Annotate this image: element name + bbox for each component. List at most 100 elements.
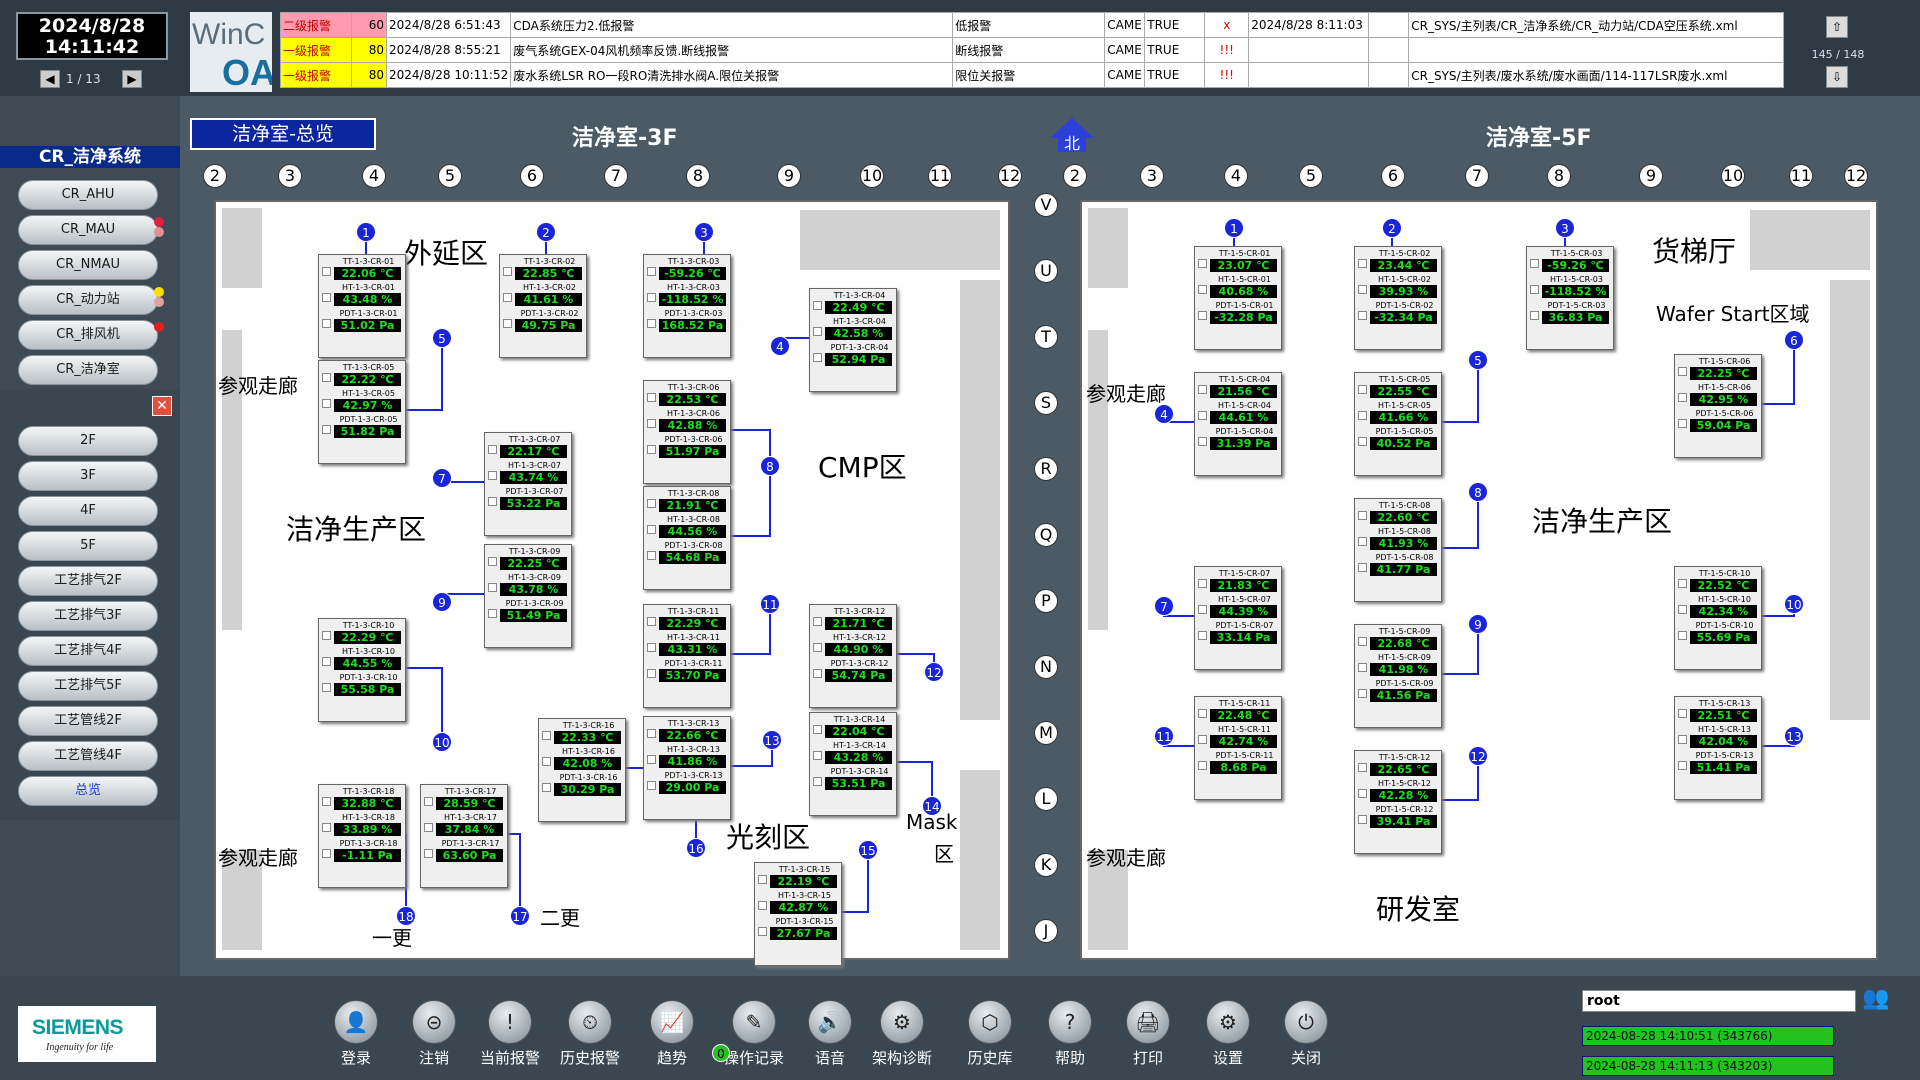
sensor-number-badge[interactable]: 1 [356,222,376,242]
sensor-number-badge[interactable]: 13 [1784,726,1804,746]
sensor-checkbox[interactable] [813,777,822,786]
system-button[interactable]: CR_AHU [18,180,158,210]
sensor-checkbox[interactable] [322,319,331,328]
sensor-number-badge[interactable]: 11 [1154,726,1174,746]
sensor-checkbox[interactable] [647,499,656,508]
sensor-checkbox[interactable] [1678,419,1687,428]
sensor-checkbox[interactable] [1678,605,1687,614]
sensor-number-badge[interactable]: 5 [432,328,452,348]
sensor-checkbox[interactable] [647,267,656,276]
login-button[interactable]: 👤登录 [321,1000,391,1068]
sensor-checkbox[interactable] [322,657,331,666]
sensor-checkbox[interactable] [488,497,497,506]
sensor-checkbox[interactable] [322,631,331,640]
sensor-number-badge[interactable]: 4 [770,336,790,356]
sensor-checkbox[interactable] [1358,637,1367,646]
sensor-number-badge[interactable]: 18 [396,906,416,926]
sensor-checkbox[interactable] [1198,735,1207,744]
sensor-checkbox[interactable] [488,557,497,566]
sensor-number-badge[interactable]: 7 [1154,596,1174,616]
sensor-checkbox[interactable] [322,293,331,302]
sensor-checkbox[interactable] [322,267,331,276]
system-button[interactable]: CR_动力站 [18,285,158,315]
sensor-checkbox[interactable] [1198,605,1207,614]
sensor-number-badge[interactable]: 3 [694,222,714,242]
floor-button[interactable]: 工艺排气4F [18,636,158,666]
history-alarm-button[interactable]: ⏲历史报警 [555,1000,625,1068]
tab-overview[interactable]: 洁净室-总览 [190,118,376,150]
sensor-checkbox[interactable] [1358,511,1367,520]
history-db-button[interactable]: ⬡历史库 [955,1000,1025,1068]
sensor-checkbox[interactable] [647,617,656,626]
sensor-checkbox[interactable] [1678,393,1687,402]
close-icon[interactable]: ✕ [152,396,172,416]
sensor-checkbox[interactable] [322,823,331,832]
sensor-number-badge[interactable]: 6 [1784,330,1804,350]
sensor-checkbox[interactable] [1198,385,1207,394]
floor-button[interactable]: 工艺排气2F [18,566,158,596]
sensor-checkbox[interactable] [1530,311,1539,320]
sensor-checkbox[interactable] [1678,367,1687,376]
sensor-checkbox[interactable] [1358,763,1367,772]
sensor-checkbox[interactable] [322,373,331,382]
sensor-checkbox[interactable] [503,319,512,328]
sensor-checkbox[interactable] [758,875,767,884]
sensor-checkbox[interactable] [647,551,656,560]
help-button[interactable]: ?帮助 [1035,1000,1105,1068]
sensor-checkbox[interactable] [322,399,331,408]
operation-log-button[interactable]: ✎操作记录 [719,1000,789,1068]
sensor-checkbox[interactable] [1678,735,1687,744]
sensor-number-badge[interactable]: 17 [510,906,530,926]
voice-button[interactable]: 🔊语音 [795,1000,865,1068]
sensor-number-badge[interactable]: 10 [432,732,452,752]
sensor-checkbox[interactable] [647,393,656,402]
system-button[interactable]: CR_NMAU [18,250,158,280]
sensor-checkbox[interactable] [813,353,822,362]
floor-button[interactable]: 工艺管线2F [18,706,158,736]
sensor-checkbox[interactable] [813,669,822,678]
sensor-checkbox[interactable] [1358,311,1367,320]
sensor-checkbox[interactable] [647,445,656,454]
sensor-checkbox[interactable] [1198,411,1207,420]
current-alarm-button[interactable]: !当前报警 [475,1000,545,1068]
sensor-checkbox[interactable] [647,669,656,678]
sensor-checkbox[interactable] [813,725,822,734]
sensor-checkbox[interactable] [1678,631,1687,640]
sensor-number-badge[interactable]: 2 [1382,218,1402,238]
sensor-checkbox[interactable] [1678,761,1687,770]
sensor-checkbox[interactable] [647,419,656,428]
sensor-number-badge[interactable]: 1 [1224,218,1244,238]
sensor-checkbox[interactable] [813,643,822,652]
floor-button[interactable]: 工艺管线4F [18,741,158,771]
users-icon[interactable]: 👥 [1862,986,1890,1011]
sensor-checkbox[interactable] [542,783,551,792]
sensor-checkbox[interactable] [647,643,656,652]
architecture-diagnosis-button[interactable]: ⚙架构诊断 [867,1000,937,1068]
sensor-checkbox[interactable] [758,927,767,936]
sensor-checkbox[interactable] [647,755,656,764]
sensor-checkbox[interactable] [322,797,331,806]
floor-button[interactable]: 工艺排气5F [18,671,158,701]
sensor-number-badge[interactable]: 3 [1555,218,1575,238]
sensor-checkbox[interactable] [647,293,656,302]
sensor-checkbox[interactable] [813,301,822,310]
